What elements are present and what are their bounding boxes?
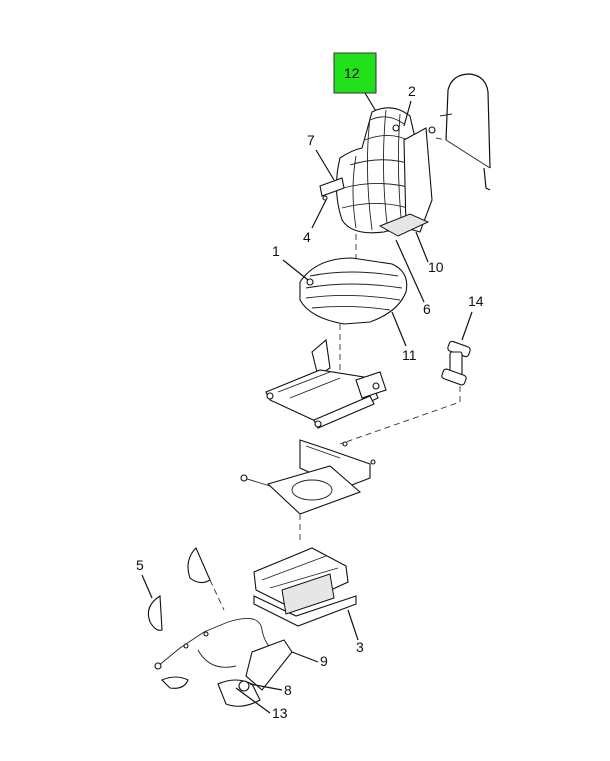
- side-cover-9: [245, 639, 293, 691]
- callout-11[interactable]: 11: [402, 347, 417, 363]
- seat-back: [319, 107, 436, 237]
- callout-13[interactable]: 13: [272, 705, 288, 721]
- mounting-bracket: [299, 439, 376, 489]
- leader-4: [311, 199, 327, 229]
- leader-9: [291, 651, 319, 663]
- assembly-line-14: [339, 386, 461, 445]
- callout-12-highlight-box[interactable]: [333, 52, 377, 94]
- callout-9[interactable]: 9: [320, 653, 328, 669]
- cover-5: [147, 595, 163, 631]
- leader-2: [403, 100, 412, 127]
- seat-frame: [265, 338, 387, 429]
- callout-6[interactable]: 6: [423, 301, 431, 317]
- screw-4: [322, 195, 328, 201]
- callout-3[interactable]: 3: [356, 639, 364, 655]
- callout-12[interactable]: 12: [333, 52, 377, 94]
- callout-7[interactable]: 7: [307, 132, 315, 148]
- leader-5: [141, 574, 153, 599]
- leader-1: [282, 259, 309, 281]
- control-knob-8: [217, 679, 261, 707]
- callout-8[interactable]: 8: [284, 682, 292, 698]
- headrest-frame: [435, 73, 491, 191]
- leader-6: [395, 239, 425, 303]
- leader-7: [315, 149, 335, 181]
- adjuster-14: [441, 340, 471, 386]
- callout-4[interactable]: 4: [303, 229, 311, 245]
- callout-1[interactable]: 1: [272, 243, 280, 259]
- leader-10: [415, 231, 429, 263]
- callout-14[interactable]: 14: [468, 293, 484, 309]
- seat-cushion: [299, 257, 408, 325]
- callout-10[interactable]: 10: [428, 259, 444, 275]
- base-plate: [240, 465, 362, 515]
- callout-12-label: 12: [344, 65, 360, 81]
- leader-13: [235, 687, 271, 714]
- leader-8: [249, 683, 283, 691]
- leader-11: [391, 311, 407, 347]
- callout-5[interactable]: 5: [136, 557, 144, 573]
- assembly-line-5: [209, 579, 225, 611]
- callout-2[interactable]: 2: [408, 83, 416, 99]
- leader-14: [461, 311, 473, 341]
- leader-3: [347, 609, 359, 641]
- cover-5-alt: [187, 547, 211, 584]
- suspension-base: [253, 547, 357, 627]
